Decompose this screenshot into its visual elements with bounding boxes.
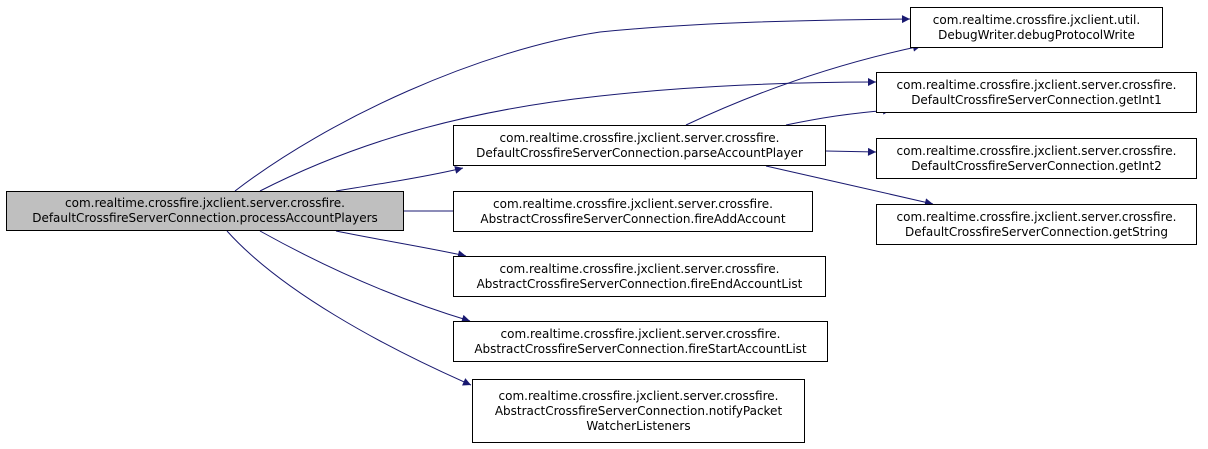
node-parse-account-player[interactable]: com.realtime.crossfire.jxclient.server.c… <box>453 125 826 166</box>
edge-n0-n1 <box>335 165 464 192</box>
edge-n0-n4 <box>259 230 471 323</box>
node-label-line: AbstractCrossfireServerConnection.fireSt… <box>474 341 807 356</box>
node-label-line: AbstractCrossfireServerConnection.notify… <box>494 403 783 418</box>
node-fire-add-account[interactable]: com.realtime.crossfire.jxclient.server.c… <box>453 191 813 232</box>
node-label-line: com.realtime.crossfire.jxclient.server.c… <box>896 209 1177 224</box>
node-process-account-players: com.realtime.crossfire.jxclient.server.c… <box>6 191 404 231</box>
node-label-line: AbstractCrossfireServerConnection.fireAd… <box>480 211 786 226</box>
node-fire-end-account-list[interactable]: com.realtime.crossfire.jxclient.server.c… <box>453 256 826 297</box>
edge-n1-n6 <box>685 43 922 126</box>
node-label-line: com.realtime.crossfire.jxclient.server.c… <box>498 388 779 403</box>
edge-n1-n9 <box>765 165 934 207</box>
node-label-line: com.realtime.crossfire.jxclient.server.c… <box>896 143 1177 158</box>
node-label-line: com.realtime.crossfire.jxclient.server.c… <box>500 326 781 341</box>
node-label-line: com.realtime.crossfire.jxclient.util. <box>932 12 1141 27</box>
node-label-line: AbstractCrossfireServerConnection.fireEn… <box>476 276 803 291</box>
node-label-line: com.realtime.crossfire.jxclient.server.c… <box>65 196 345 210</box>
node-notify-packet-watcher-listeners[interactable]: com.realtime.crossfire.jxclient.server.c… <box>472 379 805 443</box>
edge-n0-n3 <box>335 230 467 259</box>
node-label-line: com.realtime.crossfire.jxclient.server.c… <box>499 130 780 145</box>
edge-n0-n6 <box>234 15 911 192</box>
node-get-int1[interactable]: com.realtime.crossfire.jxclient.server.c… <box>876 72 1197 113</box>
node-label-line: DefaultCrossfireServerConnection.getInt2 <box>911 158 1162 173</box>
node-label-line: DefaultCrossfireServerConnection.parseAc… <box>476 145 803 160</box>
node-label-line: WatcherListeners <box>586 418 691 433</box>
edge-n0-n5 <box>226 230 472 386</box>
node-get-int2[interactable]: com.realtime.crossfire.jxclient.server.c… <box>876 138 1197 179</box>
node-label-line: DefaultCrossfireServerConnection.process… <box>32 211 378 225</box>
node-label-line: com.realtime.crossfire.jxclient.server.c… <box>896 77 1177 92</box>
node-label-line: DefaultCrossfireServerConnection.getStri… <box>905 224 1168 239</box>
node-debug-protocol-write[interactable]: com.realtime.crossfire.jxclient.util. De… <box>910 7 1163 48</box>
node-label-line: DebugWriter.debugProtocolWrite <box>938 27 1135 42</box>
edge-n1-n8 <box>825 147 877 156</box>
node-get-string[interactable]: com.realtime.crossfire.jxclient.server.c… <box>876 204 1197 245</box>
node-label-line: DefaultCrossfireServerConnection.getInt1 <box>911 92 1162 107</box>
node-fire-start-account-list[interactable]: com.realtime.crossfire.jxclient.server.c… <box>453 321 828 362</box>
node-label-line: com.realtime.crossfire.jxclient.server.c… <box>499 261 780 276</box>
node-label-line: com.realtime.crossfire.jxclient.server.c… <box>493 196 773 211</box>
